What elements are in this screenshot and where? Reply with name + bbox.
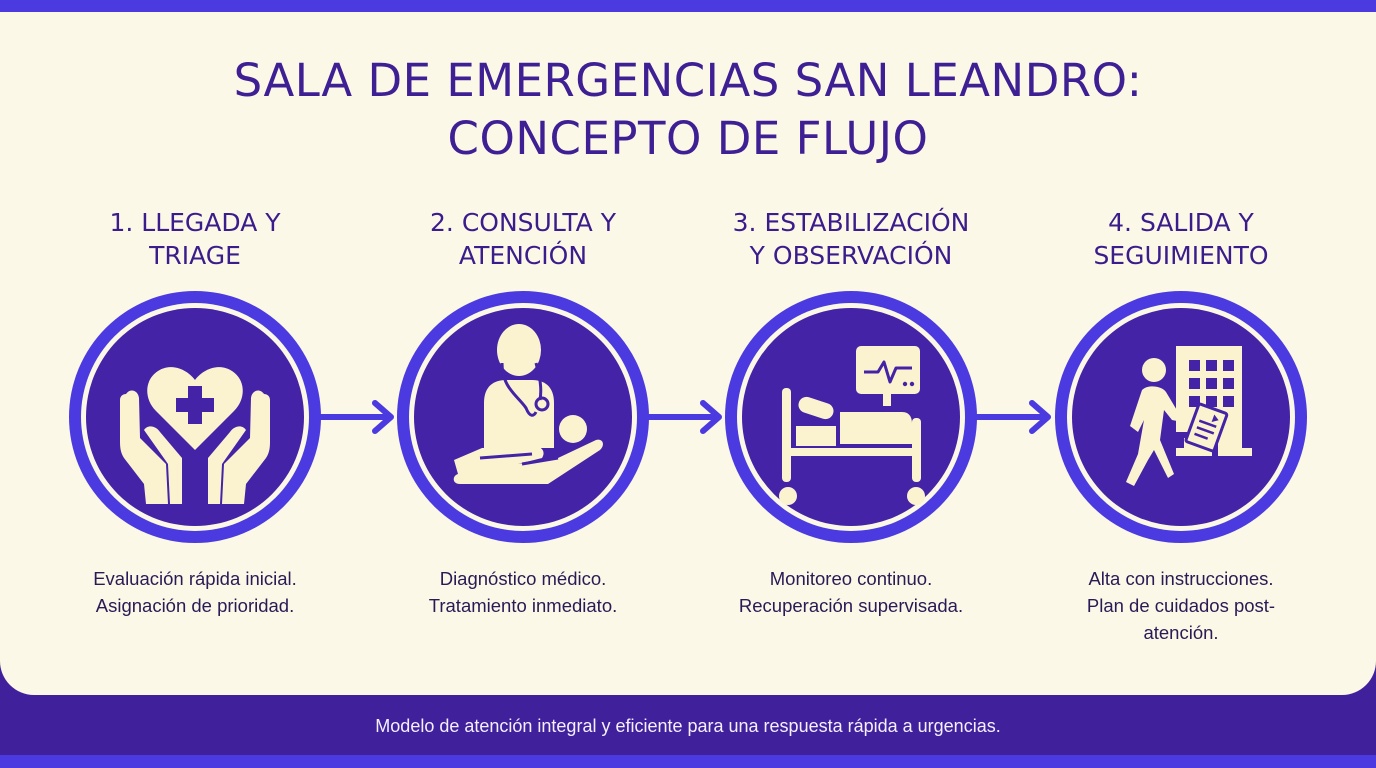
footer-tagline: Modelo de atención integral y eficiente … bbox=[375, 716, 1001, 736]
step-2-description-line-1: Diagnóstico médico. bbox=[439, 568, 607, 589]
step-4-description-line-3: atención. bbox=[1143, 622, 1219, 643]
step-1-title-line-1: 1. LLEGADA Y bbox=[109, 208, 281, 237]
hands-heart-cross-icon bbox=[120, 367, 270, 504]
step-4-circle bbox=[1055, 291, 1307, 543]
step-2-description: Diagnóstico médico. Tratamiento inmediat… bbox=[373, 565, 673, 619]
step-3-circle bbox=[725, 291, 977, 543]
flow-arrow-2-to-3 bbox=[647, 400, 722, 434]
doctor-patient-icon bbox=[453, 324, 603, 484]
step-1-description-line-2: Asignación de prioridad. bbox=[95, 595, 295, 616]
step-1-circle bbox=[69, 291, 321, 543]
step-1-title-line-2: TRIAGE bbox=[149, 241, 241, 270]
step-3-title: 3. ESTABILIZACIÓN Y OBSERVACIÓN bbox=[701, 206, 1001, 272]
step-4-description-line-1: Alta con instrucciones. bbox=[1088, 568, 1274, 589]
step-2-title-line-2: ATENCIÓN bbox=[458, 241, 588, 270]
step-4-description-line-2: Plan de cuidados post- bbox=[1086, 595, 1276, 616]
step-3-title-line-2: Y OBSERVACIÓN bbox=[749, 241, 953, 270]
flow-arrow-1-to-2 bbox=[319, 400, 394, 434]
step-1-description: Evaluación rápida inicial. Asignación de… bbox=[45, 565, 345, 619]
step-4-title-line-2: SEGUIMIENTO bbox=[1093, 241, 1269, 270]
step-3-description: Monitoreo continuo. Recuperación supervi… bbox=[701, 565, 1001, 619]
step-4-description: Alta con instrucciones. Plan de cuidados… bbox=[1031, 565, 1331, 646]
step-4-title-line-1: 4. SALIDA Y bbox=[1108, 208, 1254, 237]
top-accent-bar bbox=[0, 0, 1376, 12]
step-1-title: 1. LLEGADA Y TRIAGE bbox=[45, 206, 345, 272]
page-title-line-1: SALA DE EMERGENCIAS SAN LEANDRO: bbox=[233, 54, 1143, 107]
step-3-description-line-1: Monitoreo continuo. bbox=[769, 568, 933, 589]
person-leaving-building-icon bbox=[1126, 346, 1252, 486]
step-2-circle bbox=[397, 291, 649, 543]
flow-arrow-3-to-4 bbox=[976, 400, 1051, 434]
bottom-accent-strip bbox=[0, 755, 1376, 768]
page-title-line-2: CONCEPTO DE FLUJO bbox=[447, 112, 929, 165]
step-3-description-line-2: Recuperación supervisada. bbox=[738, 595, 964, 616]
step-2-title: 2. CONSULTA Y ATENCIÓN bbox=[373, 206, 673, 272]
step-2-title-line-1: 2. CONSULTA Y bbox=[430, 208, 616, 237]
step-4-title: 4. SALIDA Y SEGUIMIENTO bbox=[1031, 206, 1331, 272]
step-1-description-line-1: Evaluación rápida inicial. bbox=[93, 568, 297, 589]
step-3-title-line-1: 3. ESTABILIZACIÓN bbox=[732, 208, 970, 237]
page-title: SALA DE EMERGENCIAS SAN LEANDRO: CONCEPT… bbox=[0, 52, 1376, 168]
hospital-bed-monitor-icon bbox=[779, 346, 925, 505]
step-2-description-line-2: Tratamiento inmediato. bbox=[428, 595, 618, 616]
